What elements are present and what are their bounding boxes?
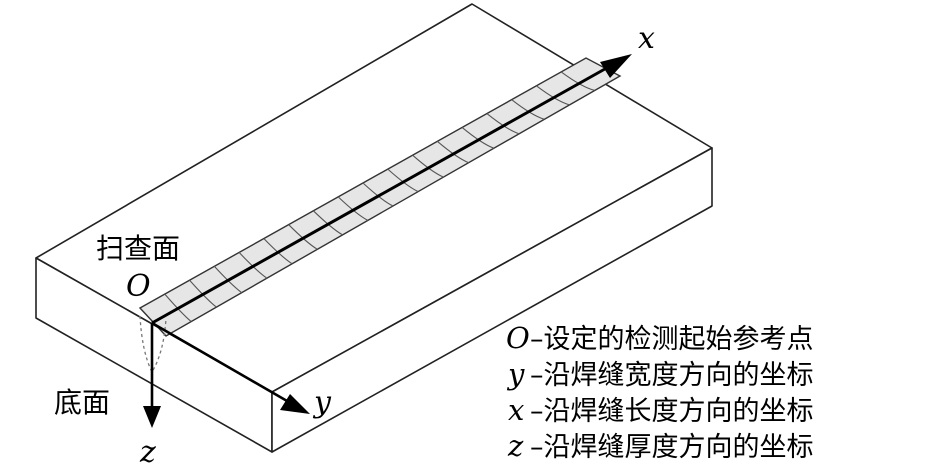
weld-bead-segment-line [213,265,243,294]
legend-item-y: y –沿焊缝宽度方向的坐标 [506,357,814,391]
weld-bead-segment-line [461,126,495,149]
legend-item-z: z –沿焊缝厚度方向的坐标 [507,429,814,463]
x-axis [151,54,632,325]
weld-bead-segment-line [288,224,318,250]
legend-text: –沿焊缝厚度方向的坐标 [530,432,814,463]
origin-label: O [126,269,151,304]
weld-bead-segment-line [238,252,268,279]
weld-bead-segment-line [313,210,343,236]
weld-bead-segment-line [189,279,217,308]
bottom-surface-label: 底面 [54,386,110,419]
weld-bead-segment-line [337,196,369,221]
legend-item-origin: O –设定的检测起始参考点 [506,321,814,355]
weld-cross-section-outline [139,315,167,374]
y-axis-arrowhead [280,394,310,414]
y-axis [151,321,310,414]
x-axis-arrowhead [600,54,632,78]
z-axis-arrowhead [143,406,161,428]
plate-right-face [271,147,713,453]
legend-text: –设定的检测起始参考点 [530,324,814,355]
x-axis-line [151,63,613,325]
legend-text: –沿焊缝宽度方向的坐标 [530,360,814,391]
x-axis-label: x [638,21,655,56]
legend-symbol: x [508,393,524,427]
legend-symbol: y [506,357,525,391]
z-axis-label: z [139,435,156,470]
weld-bead-segment-line [164,293,192,323]
weld-bead-segment-line [387,168,419,193]
weld-bead-segment-line [263,238,293,265]
legend-symbol: z [507,429,524,463]
weld-bead-segment-line [362,182,394,207]
weld-bead-segment-line [412,154,444,178]
legend-symbol: O [506,321,530,355]
legend: O –设定的检测起始参考点 y –沿焊缝宽度方向的坐标 x –沿焊缝长度方向的坐… [506,321,814,463]
y-axis-line [151,321,295,407]
z-axis [143,323,161,428]
legend-item-x: x –沿焊缝长度方向的坐标 [508,393,814,427]
y-axis-label: y [312,385,332,420]
scan-surface-label: 扫查面 [96,232,180,265]
weld-bead-segment-line [436,140,469,164]
legend-text: –沿焊缝长度方向的坐标 [530,396,814,427]
